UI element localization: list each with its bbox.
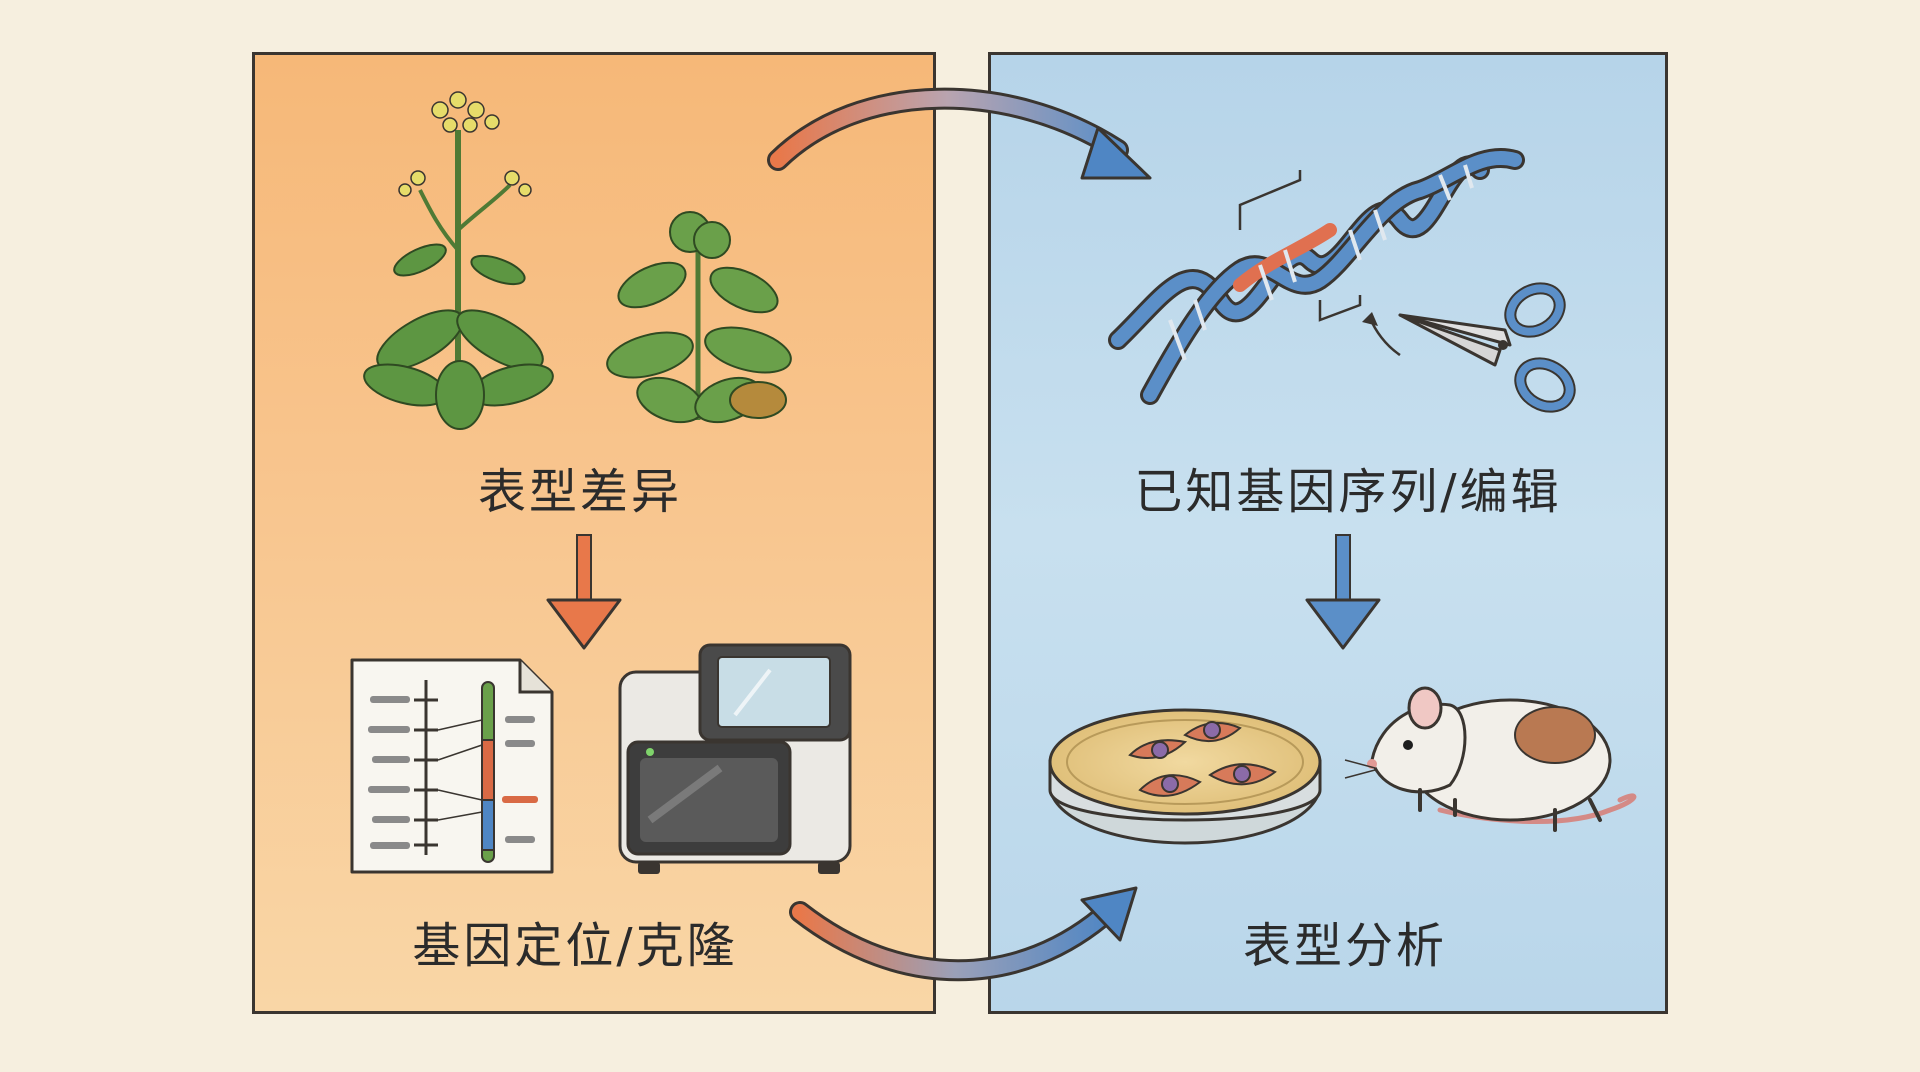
- label-gene-mapping-cloning: 基因定位/克隆: [412, 918, 738, 974]
- down-arrow-left: [546, 534, 622, 650]
- mouse-icon: [1344, 686, 1637, 832]
- scissors-icon: [1398, 282, 1576, 413]
- sequencer-icon: [618, 643, 852, 874]
- label-phenotype-analysis: 表型分析: [1242, 918, 1448, 974]
- label-known-gene-sequence-editing: 已知基因序列/编辑: [1134, 464, 1562, 520]
- reverse-genetics-panel: [988, 52, 1668, 1014]
- dna-icon: [1108, 148, 1525, 405]
- petri-dish-icon: [1048, 708, 1322, 845]
- plant-icon: [363, 91, 554, 430]
- gene-map-icon: [350, 658, 554, 874]
- cross-arrow-bottom: [789, 886, 1138, 982]
- cross-arrow-top: [767, 87, 1152, 180]
- down-arrow-right: [1305, 534, 1381, 650]
- label-phenotype-difference: 表型差异: [477, 464, 683, 520]
- mutant-plant-icon: [606, 211, 792, 424]
